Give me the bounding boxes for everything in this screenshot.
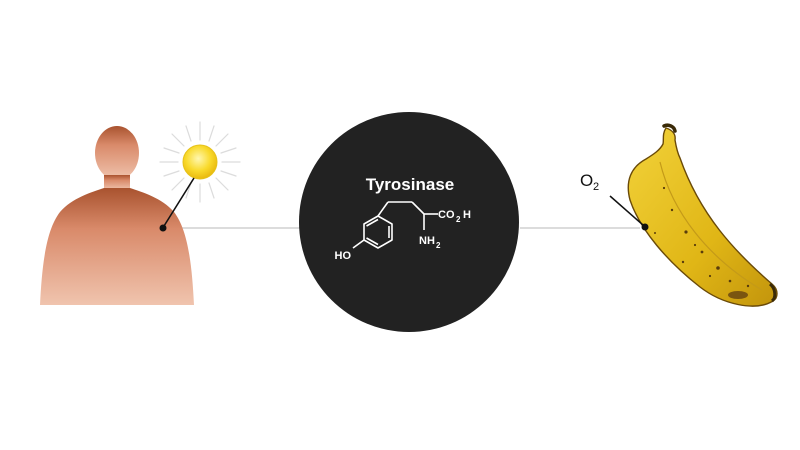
- oxygen-subscript: 2: [593, 181, 599, 193]
- carboxyl-suffix: H: [463, 209, 471, 221]
- carboxyl-label: CO: [438, 209, 455, 221]
- tyrosine-structure: [352, 201, 438, 249]
- sun-ray-pointer: [163, 177, 195, 227]
- amine-label: NH: [419, 235, 435, 247]
- oxygen-symbol: O: [580, 171, 593, 190]
- amine-subscript: 2: [436, 241, 441, 250]
- sun-icon: [159, 121, 241, 203]
- enzyme-title: Tyrosinase: [366, 175, 455, 194]
- human-bust-icon: [40, 126, 194, 305]
- banana-icon: [627, 123, 778, 307]
- oxygen-pointer: [609, 195, 644, 226]
- enzyme-circle: [299, 112, 519, 332]
- hydroxyl-label: HO: [335, 250, 352, 262]
- banana-spot: [641, 223, 649, 231]
- carboxyl-subscript: 2: [456, 215, 461, 224]
- skin-spot: [159, 224, 167, 232]
